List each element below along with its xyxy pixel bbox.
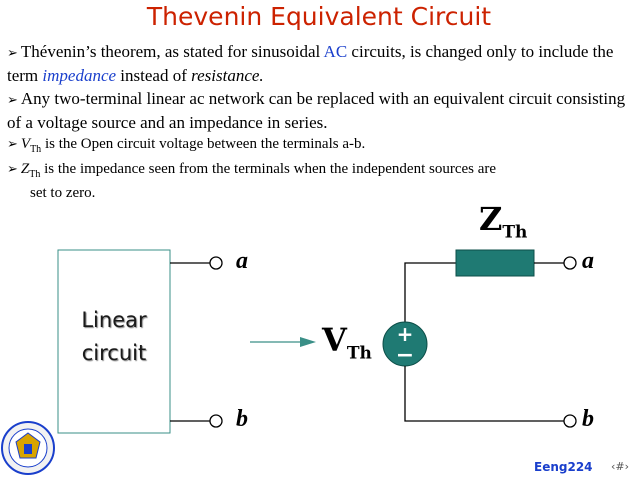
linear-circuit-line-2: circuit <box>81 341 147 365</box>
zth-label-subscript: Th <box>502 222 528 243</box>
terminal-a-right <box>563 256 577 270</box>
arrow-bullet-icon: ➢ <box>7 161 18 176</box>
zth-label: ZTh <box>479 200 527 242</box>
bullet-2-text: Any two-terminal linear ac network can b… <box>7 89 626 132</box>
terminal-a-left-label: a <box>236 248 248 274</box>
bullet-1-text-3: instead of <box>116 66 192 85</box>
course-code: Eeng224 <box>534 460 593 474</box>
equivalence-arrow-head <box>300 337 316 347</box>
source-minus-sign: − <box>396 343 414 368</box>
wire-source-to-impedance <box>404 262 456 332</box>
source-plus-sign: + <box>397 322 414 346</box>
terminal-b-right <box>563 414 577 428</box>
bullet-3-text: is the Open circuit voltage between the … <box>41 136 366 152</box>
terminal-b-left <box>209 414 223 428</box>
vth-subscript: Th <box>30 144 42 155</box>
arrow-bullet-icon: ➢ <box>7 45 18 60</box>
ac-term: AC <box>323 42 348 61</box>
vth-label-symbol: V <box>322 321 347 359</box>
vth-label-subscript: Th <box>346 343 372 364</box>
bullet-4-continuation: set to zero. <box>30 185 96 201</box>
slide-title: Thevenin Equivalent Circuit <box>146 2 492 31</box>
terminal-b-right-label: b <box>582 406 594 432</box>
bullet-list: ➢Thévenin’s theorem, as stated for sinus… <box>7 40 627 203</box>
arrow-bullet-icon: ➢ <box>7 92 18 107</box>
linear-circuit-line-1: Linear <box>81 308 147 332</box>
bullet-2: ➢Any two-terminal linear ac network can … <box>7 87 627 134</box>
bullet-3: ➢VTh is the Open circuit voltage between… <box>7 134 627 159</box>
zth-subscript: Th <box>29 169 41 180</box>
terminal-a-left <box>209 256 223 270</box>
terminal-a-right-label: a <box>582 248 594 274</box>
resistance-term: resistance. <box>191 66 264 85</box>
bullet-1-text: Thévenin’s theorem, as stated for sinuso… <box>20 42 324 61</box>
arrow-bullet-icon: ➢ <box>7 136 18 151</box>
bullet-4: ➢ZTh is the impedance seen from the term… <box>7 159 627 184</box>
linear-circuit-box <box>57 249 171 434</box>
university-logo-icon <box>1 421 55 475</box>
bullet-1: ➢Thévenin’s theorem, as stated for sinus… <box>7 40 627 87</box>
vth-label: VTh <box>322 321 372 363</box>
impedance-term: impedance <box>42 66 117 85</box>
terminal-b-left-label: b <box>236 406 248 432</box>
page-number: ‹#› <box>611 460 630 473</box>
wire-source-to-b <box>404 366 564 422</box>
linear-circuit-label: Linear circuit <box>58 304 170 370</box>
bullet-1-text-2: circuits, is changed only to include the… <box>7 42 614 85</box>
bullet-4-text: is the impedance seen from the terminals… <box>40 161 497 177</box>
impedance-zth <box>455 249 535 277</box>
zth-symbol: Z <box>20 161 30 177</box>
vth-symbol: V <box>20 136 31 152</box>
zth-label-symbol: Z <box>479 200 503 238</box>
